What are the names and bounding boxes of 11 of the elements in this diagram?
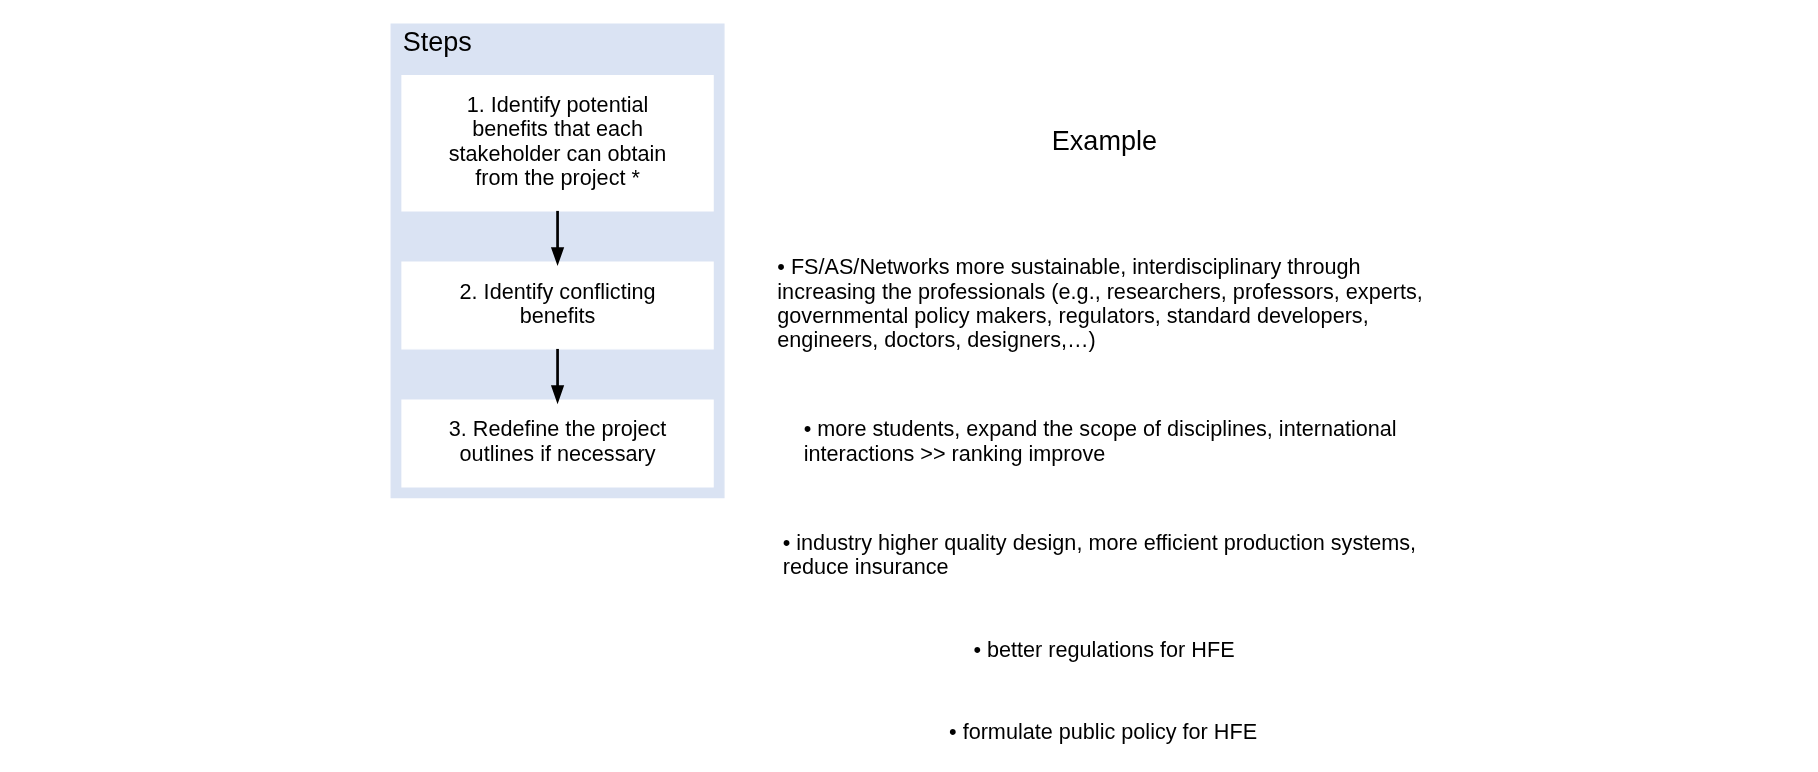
arrow: [550, 210, 564, 267]
node-box: 3. Redefine the project outlines if necessary: [400, 399, 714, 488]
label: Example: [1051, 126, 1157, 157]
arrow: [550, 348, 564, 405]
label: • formulate public policy for HFE: [948, 719, 1257, 745]
label: • FS/AS/Networks more sustainable, interdisciplinary through increasing the professionals (e.g., researchers, professors, experts, governmental policy makers, regulators, standard developers, engineers, doctors, designers,…): [776, 254, 1423, 353]
node-box: 1. Identify potential benefits that each stakeholder can obtain from the project *: [400, 74, 714, 212]
label: • more students, expand the scope of disciplines, international interactions >> ranking improve: [803, 416, 1397, 466]
label: • industry higher quality design, more efficient production systems, reduce insurance: [782, 530, 1416, 580]
label: • better regulations for HFE: [972, 636, 1235, 662]
node-box: 2. Identify conflicting benefits: [400, 261, 714, 350]
